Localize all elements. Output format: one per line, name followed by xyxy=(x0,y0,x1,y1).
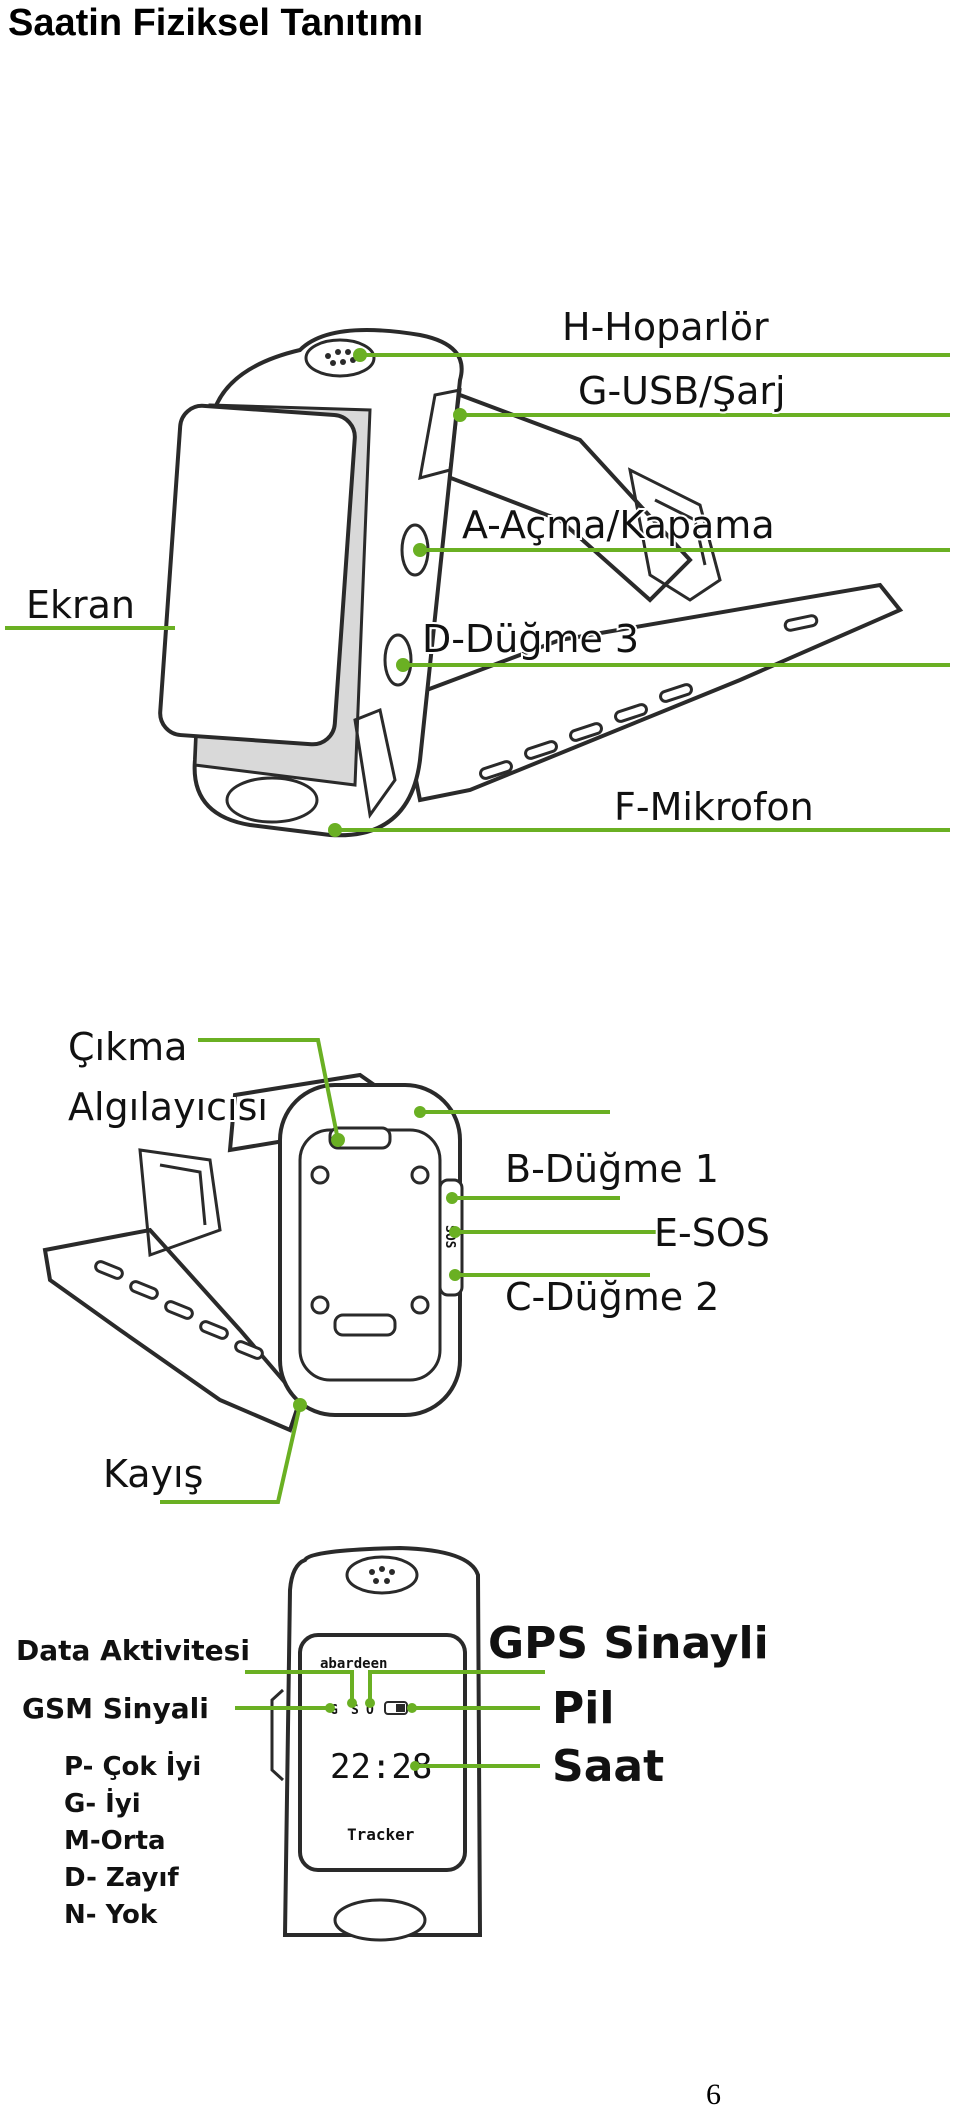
strap-holes xyxy=(479,614,819,780)
label-gps: GPS Sinayli xyxy=(488,1618,769,1669)
screen-tracker: Tracker xyxy=(347,1825,414,1844)
label-strap: Kayış xyxy=(103,1452,203,1496)
callout-dot-gsm xyxy=(325,1703,335,1713)
closeup-speaker xyxy=(345,1555,419,1595)
callout-dot-usb xyxy=(453,408,467,422)
callout-line-sensor xyxy=(198,1038,340,1141)
back-lower-slot xyxy=(333,1313,397,1337)
label-screen: Ekran xyxy=(26,583,135,627)
callout-dot-sensor xyxy=(331,1133,345,1147)
callout-line-strap xyxy=(160,1404,302,1504)
callout-line-gps xyxy=(368,1670,545,1703)
callout-dot-button1 xyxy=(446,1192,458,1204)
label-sensor-line2: Algılayıcısı xyxy=(68,1085,268,1129)
figure-screen-closeup: abardeen G S O 22:28 Tracker Data Aktivi… xyxy=(15,1545,771,1942)
back-buckle xyxy=(138,1148,222,1258)
gsm-level-item: D- Zayıf xyxy=(64,1863,179,1893)
screen-brand: abardeen xyxy=(320,1656,387,1672)
callout-dot-top-edge xyxy=(414,1106,426,1118)
label-sos: E-SOS xyxy=(654,1211,770,1255)
callout-dot-button3 xyxy=(396,658,410,672)
callout-dot-gps xyxy=(365,1698,375,1708)
battery-fill xyxy=(396,1704,405,1712)
gsm-level-item: P- Çok İyi xyxy=(64,1750,201,1782)
label-time: Saat xyxy=(552,1741,664,1792)
callout-dot-speaker xyxy=(353,348,367,362)
label-power: A-Açma/Kapama xyxy=(462,503,775,547)
label-speaker: H-Hoparlör xyxy=(562,305,769,349)
label-gsm: GSM Sinyali xyxy=(22,1692,209,1725)
callout-dot-power xyxy=(413,543,427,557)
screen-status-o: O xyxy=(366,1703,374,1718)
usb-port xyxy=(418,388,462,481)
watch-screen xyxy=(158,403,357,747)
lower-grip xyxy=(353,707,397,819)
button-3 xyxy=(383,633,413,687)
label-usb: G-USB/Şarj xyxy=(578,369,786,413)
closeup-speaker-holes xyxy=(369,1566,395,1584)
gsm-level-item: G- İyi xyxy=(64,1787,141,1819)
figure-back-watch: SOS Çıkma Algılayıcısı B-Düğme 1 E-SOS C… xyxy=(42,1023,772,1504)
callout-dot-sos xyxy=(449,1226,461,1238)
screen-status-s: S xyxy=(351,1703,359,1718)
label-sensor-line1: Çıkma xyxy=(68,1025,187,1069)
label-button3: D-Düğme 3 xyxy=(422,617,639,661)
page-title: Saatin Fiziksel Tanıtımı xyxy=(8,2,424,44)
back-side-edge xyxy=(438,1178,464,1297)
strap-lower xyxy=(397,582,904,803)
back-strap-lower xyxy=(42,1227,303,1433)
closeup-screen xyxy=(298,1633,467,1872)
callout-line-data-activity xyxy=(245,1670,354,1703)
callout-dot-strap xyxy=(293,1398,307,1412)
figure-front-watch: H-Hoparlör G-USB/Şarj A-Açma/Kapama Ekra… xyxy=(5,303,950,838)
back-screws xyxy=(310,1165,430,1315)
speaker-holes xyxy=(325,349,356,366)
label-button1: B-Düğme 1 xyxy=(505,1147,719,1191)
gsm-level-list: P- Çok İyi G- İyi M-Orta D- Zayıf N- Yok xyxy=(64,1750,201,1930)
callout-dot-battery xyxy=(407,1703,417,1713)
callout-dot-time xyxy=(410,1761,420,1771)
label-data-activity: Data Aktivitesi xyxy=(16,1634,250,1667)
page-number: 6 xyxy=(706,2078,721,2111)
back-sensor-slot xyxy=(328,1126,392,1150)
callout-dot-button2 xyxy=(449,1269,461,1281)
closeup-side-button xyxy=(270,1688,285,1782)
label-battery: Pil xyxy=(552,1683,614,1734)
closeup-bottom-slot xyxy=(333,1898,427,1942)
callout-dot-data-activity xyxy=(347,1698,357,1708)
bottom-slot xyxy=(225,776,319,824)
label-button2: C-Düğme 2 xyxy=(505,1275,719,1319)
gsm-level-item: M-Orta xyxy=(64,1826,166,1856)
back-strap-holes xyxy=(94,1260,264,1360)
gsm-level-item: N- Yok xyxy=(64,1900,158,1930)
label-mic: F-Mikrofon xyxy=(614,785,814,829)
callout-dot-mic xyxy=(328,823,342,837)
